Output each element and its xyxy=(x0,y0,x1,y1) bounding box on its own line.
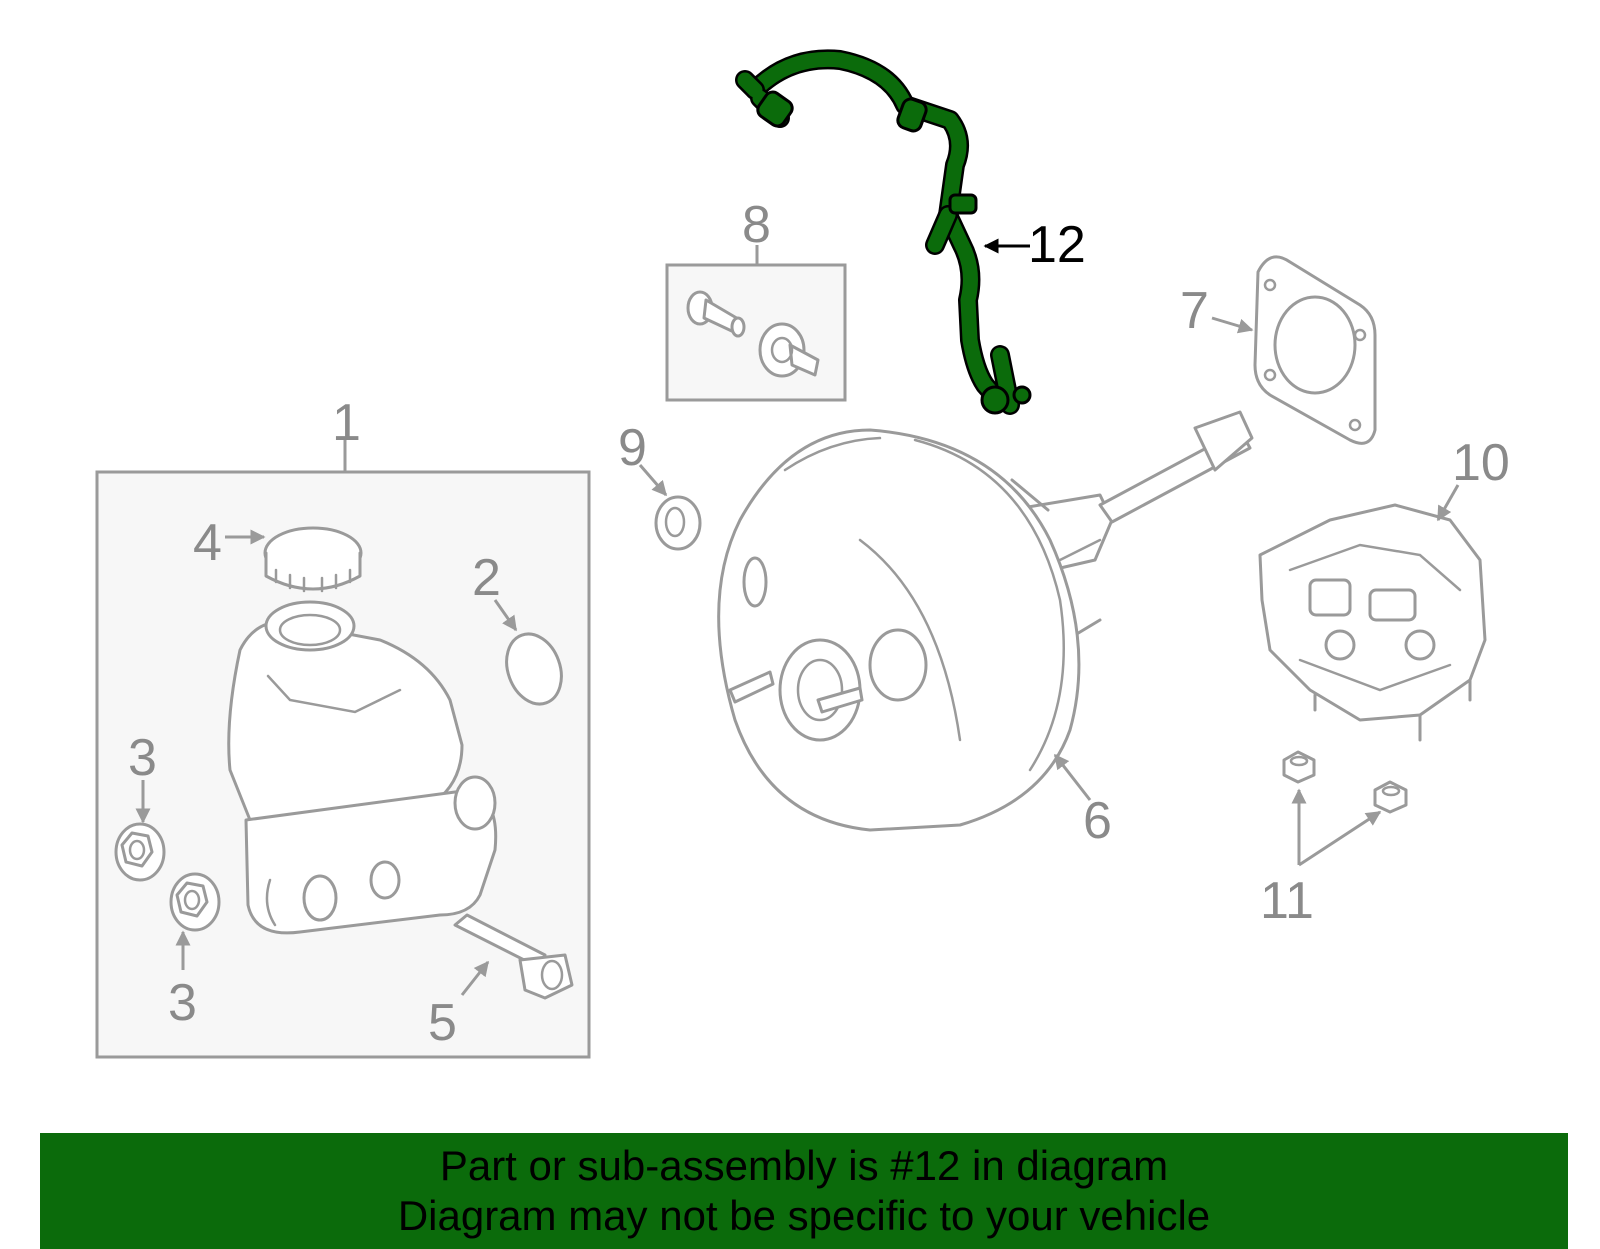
push-pin-2 xyxy=(758,322,820,378)
callout-1: 1 xyxy=(332,394,361,452)
o-ring xyxy=(505,632,563,706)
fastener-kit-group xyxy=(665,245,847,402)
callout-7: 7 xyxy=(1180,282,1209,340)
leader-10 xyxy=(1436,484,1460,522)
brake-booster xyxy=(717,410,1254,832)
callout-9: 9 xyxy=(618,419,647,477)
callout-3-upper: 3 xyxy=(128,729,157,787)
callout-11: 11 xyxy=(1260,872,1314,930)
reservoir-cap xyxy=(263,526,363,593)
seal xyxy=(654,495,702,551)
callout-5: 5 xyxy=(428,994,457,1052)
leader-5 xyxy=(460,960,490,996)
leader-9 xyxy=(638,464,668,497)
push-pin-1 xyxy=(686,290,746,338)
nut-11a xyxy=(1282,750,1316,784)
callout-6: 6 xyxy=(1083,792,1112,850)
leader-6 xyxy=(1053,753,1092,801)
callout-2: 2 xyxy=(472,549,501,607)
abs-module xyxy=(1258,503,1487,742)
leader-7 xyxy=(1211,316,1254,334)
banner-line-2: Diagram may not be specific to your vehi… xyxy=(397,1192,1211,1239)
fastener-kit-box xyxy=(665,263,847,402)
nut-11b xyxy=(1373,780,1408,814)
master-cylinder-group xyxy=(95,438,591,1059)
banner-line-1: Part or sub-assembly is #12 in diagram xyxy=(439,1142,1169,1189)
nut-lower xyxy=(169,872,221,932)
leader-2 xyxy=(493,599,518,632)
gasket xyxy=(1253,255,1377,445)
callout-8: 8 xyxy=(742,196,771,254)
callout-12: 12 xyxy=(1028,216,1086,274)
callout-10: 10 xyxy=(1452,434,1510,492)
callout-4: 4 xyxy=(193,514,222,572)
info-banner: Part or sub-assembly is #12 in diagram D… xyxy=(40,1133,1568,1249)
banner-background xyxy=(40,1133,1568,1249)
callout-3-lower: 3 xyxy=(168,974,197,1032)
nut-upper xyxy=(114,822,166,882)
master-cylinder-body xyxy=(227,600,498,935)
leader-11b xyxy=(1298,810,1382,867)
vacuum-hose-assembly xyxy=(735,49,1032,415)
fluid-level-sensor xyxy=(453,913,574,1000)
